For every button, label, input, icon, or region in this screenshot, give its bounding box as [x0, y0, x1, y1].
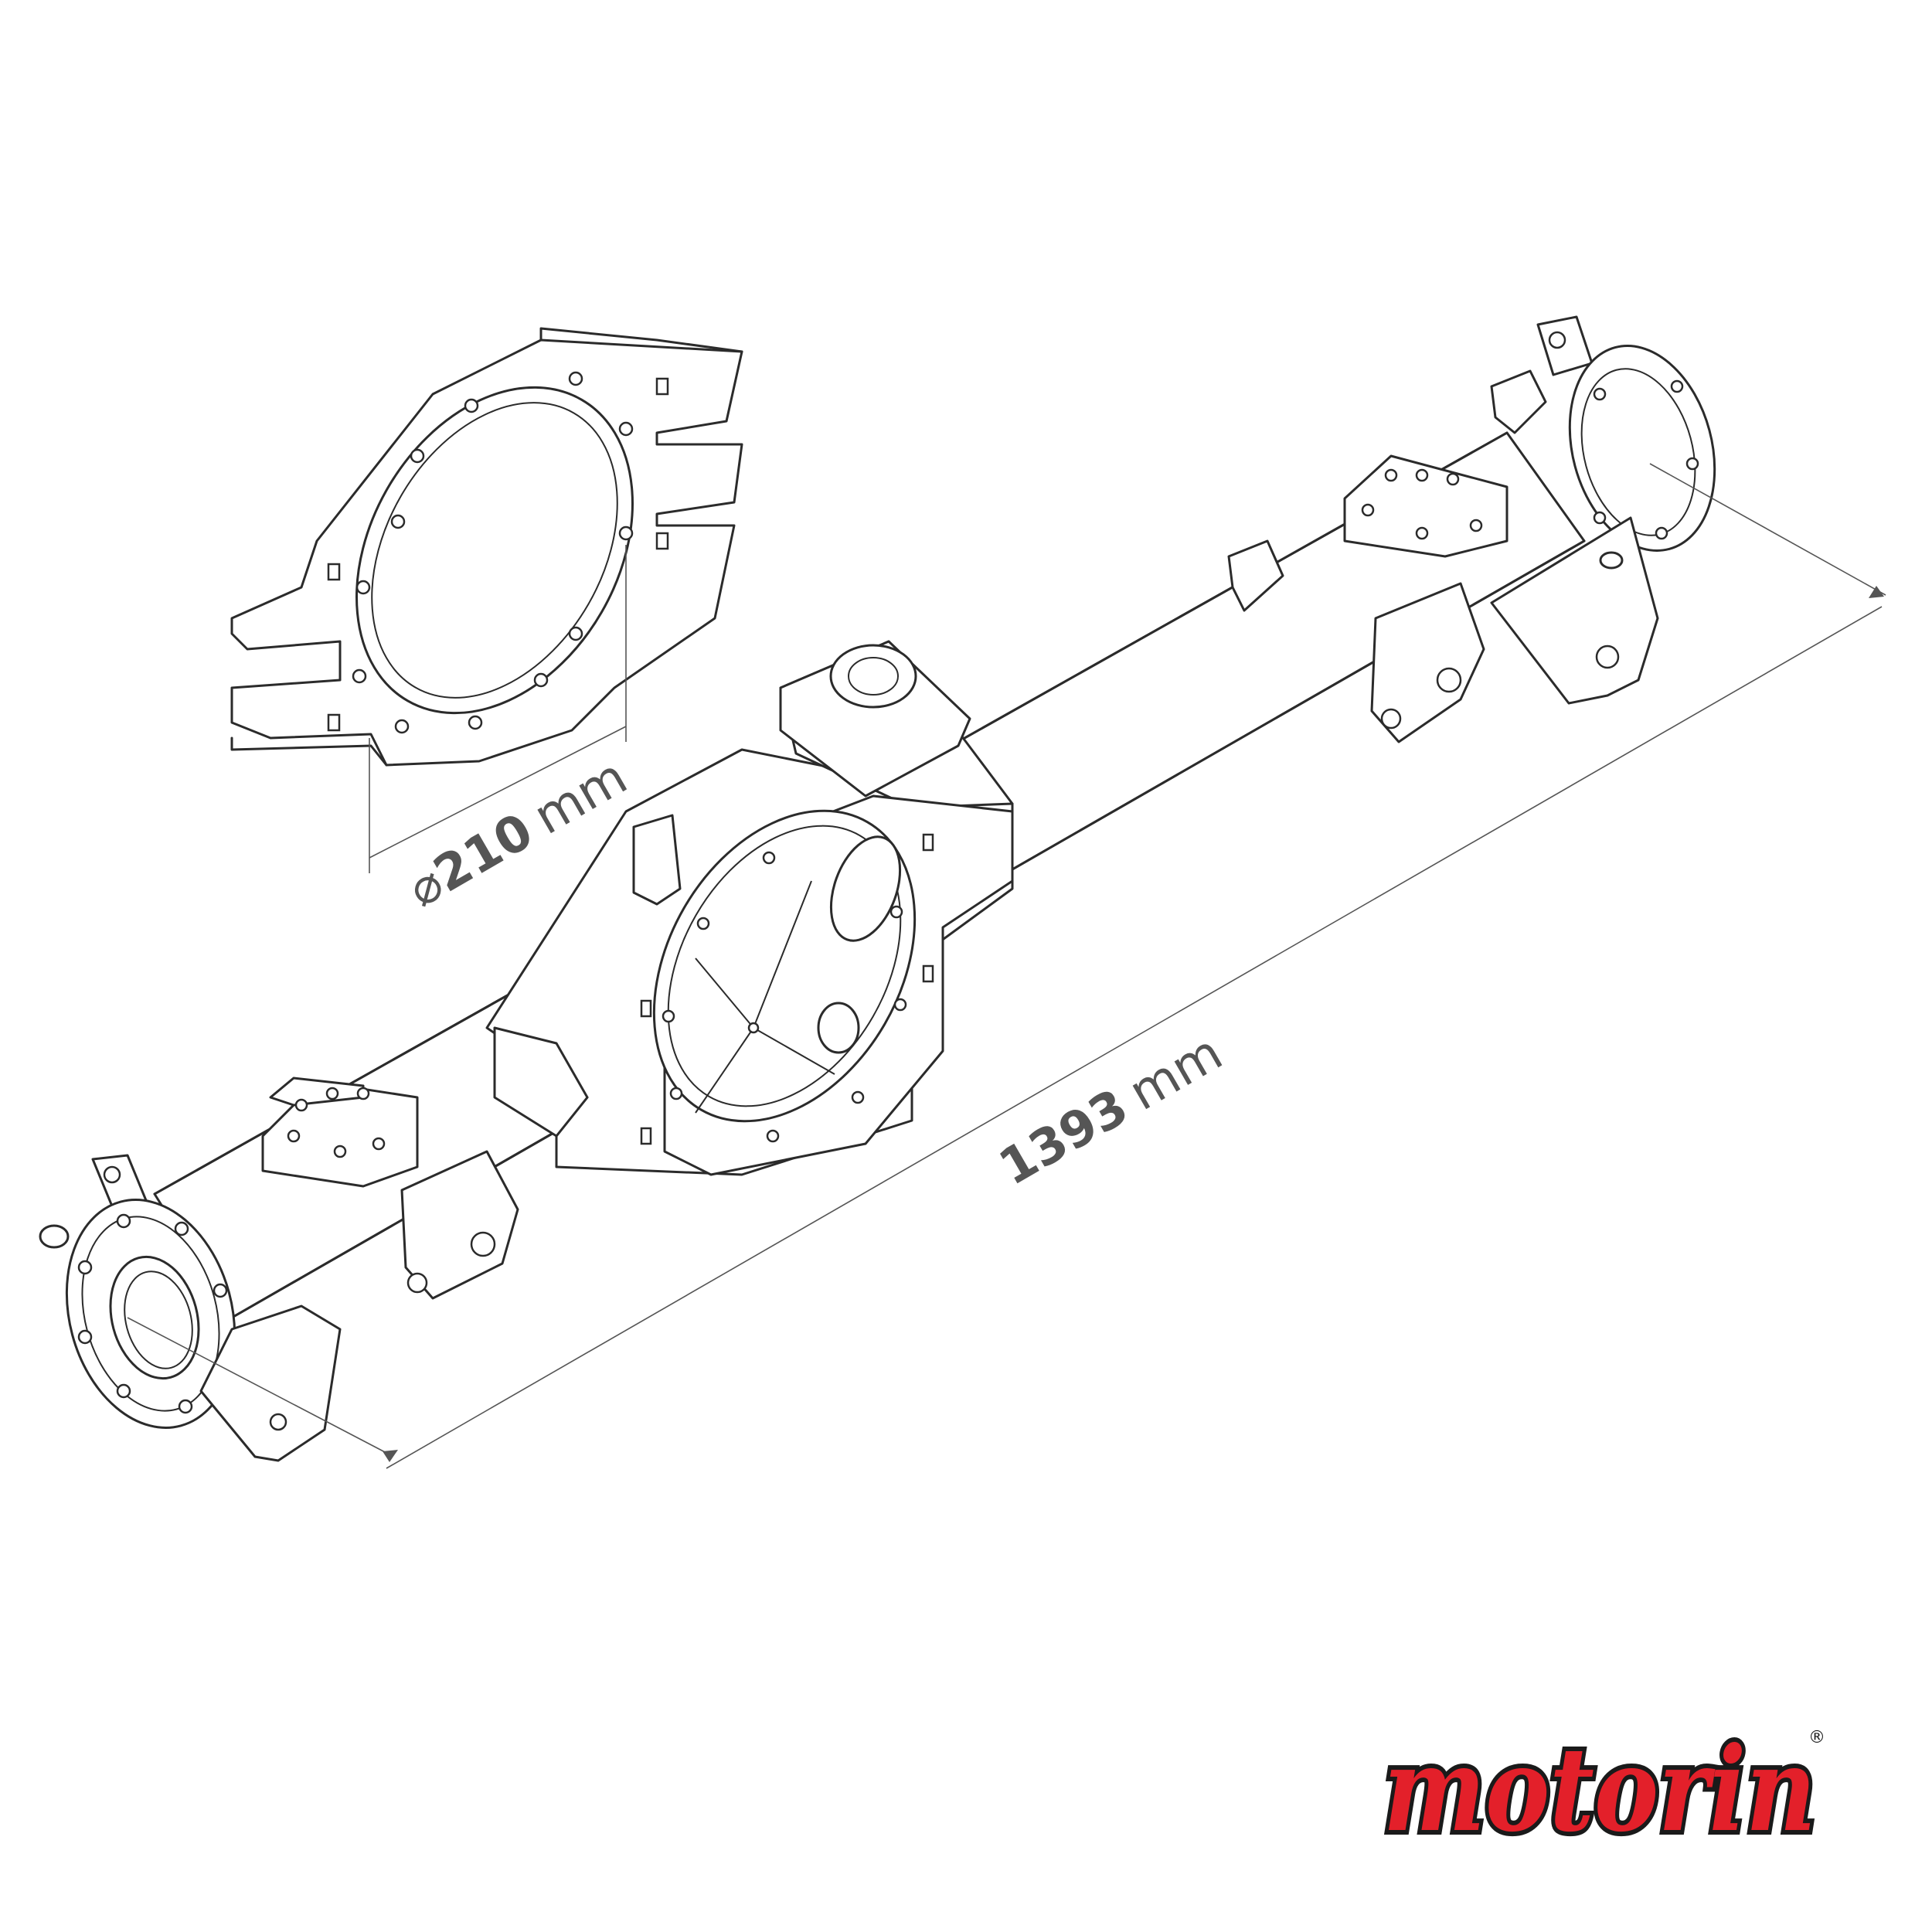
brand-name: motorin	[1383, 1722, 1816, 1858]
width-extension-right	[1649, 463, 1886, 596]
width-arrow-left	[383, 1450, 398, 1462]
width-unit: mm	[1120, 1024, 1232, 1121]
right-hub-flange	[1490, 315, 1716, 705]
differential-housing	[485, 640, 1014, 1176]
width-arrow-right	[1869, 586, 1884, 598]
registered-mark: ®	[1808, 1728, 1825, 1747]
cover-plate	[230, 327, 743, 767]
cover-plate-slots	[327, 377, 669, 732]
diameter-dimension-line	[369, 726, 627, 859]
left-spring-perch	[261, 1077, 519, 1300]
housing-slots	[640, 833, 934, 1145]
width-extension-left	[127, 1317, 387, 1454]
left-hub-flange	[39, 1154, 342, 1462]
cover-plate-holes	[352, 371, 634, 734]
right-spring-perch	[1227, 454, 1509, 743]
motorin-logo: motorin ®	[1379, 1717, 1825, 1862]
housing-holes	[662, 851, 907, 1143]
width-dimension-line	[386, 606, 1883, 1469]
width-value: 1393	[990, 1079, 1138, 1197]
